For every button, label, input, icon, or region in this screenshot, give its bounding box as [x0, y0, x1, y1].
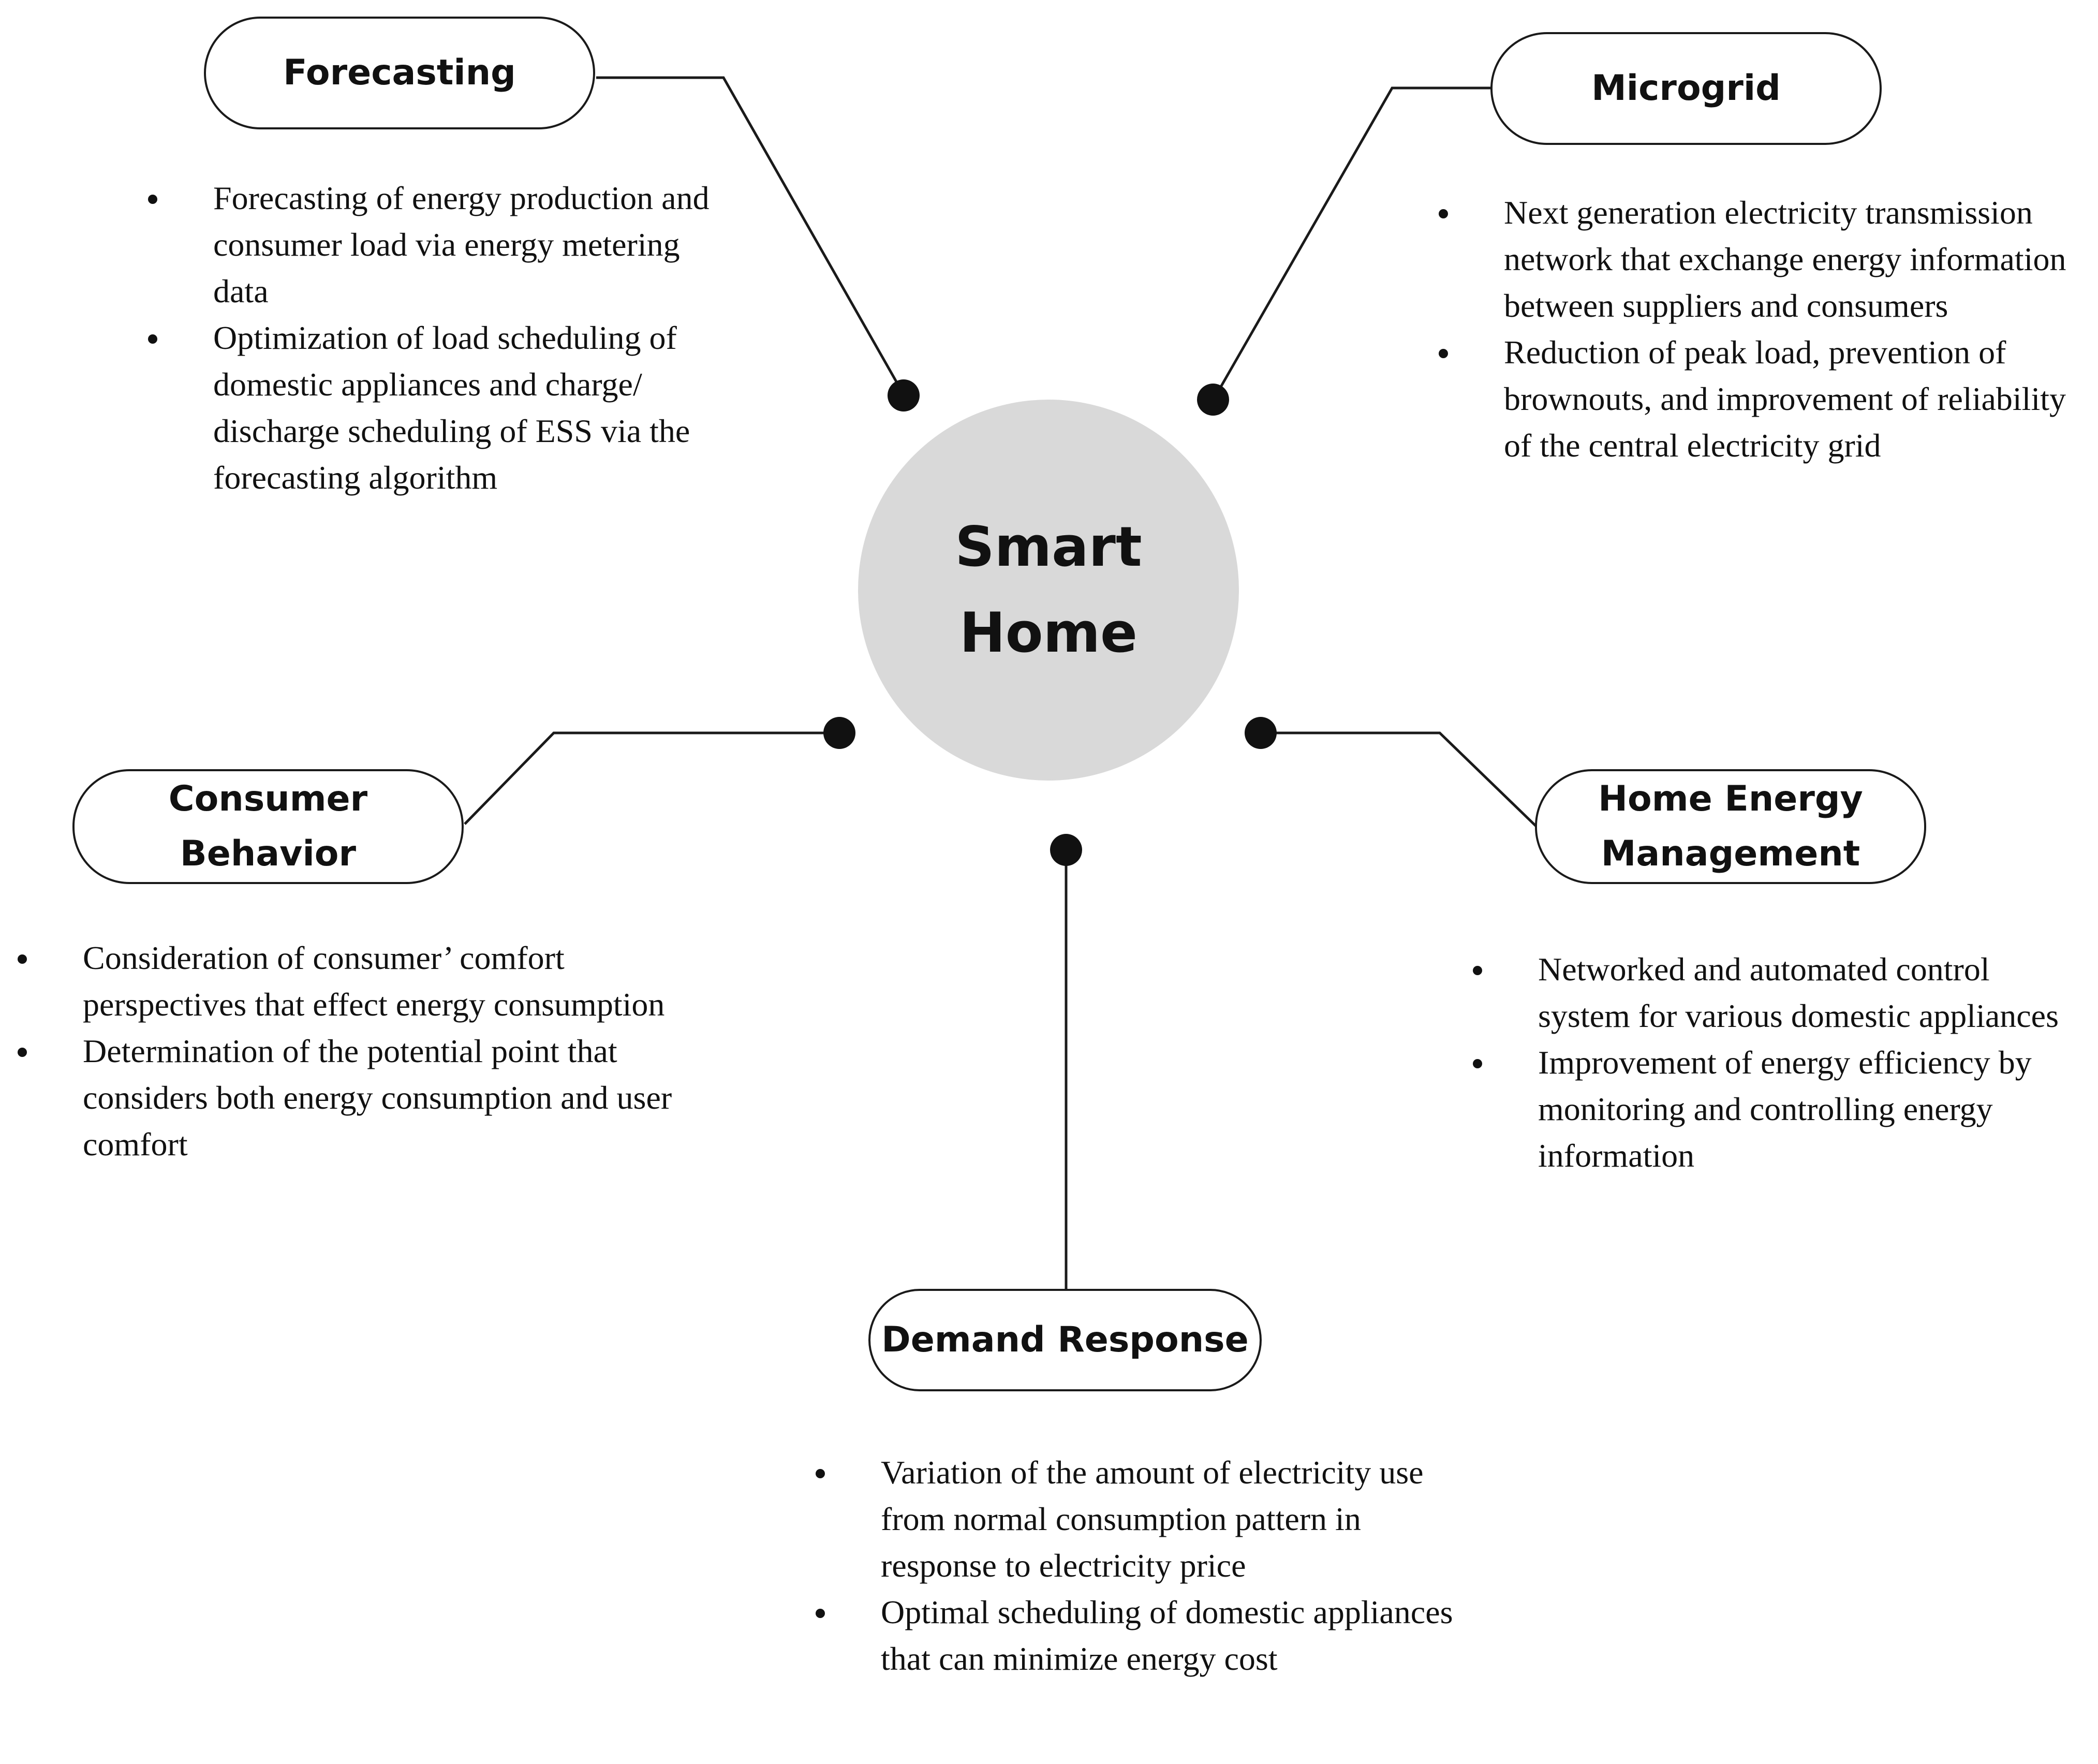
bullets-demand-response: Variation of the amount of electricity u…: [816, 1449, 1466, 1682]
bullets-home-energy-management: Networked and automated control system f…: [1473, 946, 2087, 1179]
bullet-dot: [1473, 1059, 1482, 1068]
bullet-dot: [1473, 966, 1482, 975]
connector-dot-home-energy-management: [1245, 717, 1277, 749]
connector-dot-consumer-behavior: [823, 717, 855, 749]
center-node-smart-home: Smart Home: [858, 400, 1239, 781]
connector-dot-demand-response: [1050, 834, 1082, 866]
topic-home-energy-management: Home Energy Management: [1535, 769, 1926, 884]
topic-microgrid-label: Microgrid: [1591, 68, 1781, 109]
bullet-text: Next generation electricity transmission…: [1504, 194, 2066, 324]
bullet-dot: [148, 195, 157, 204]
bullet-item: Optimal scheduling of domestic appliance…: [816, 1589, 1466, 1682]
bullets-consumer-behavior: Consideration of consumer’ comfort persp…: [18, 935, 678, 1168]
bullet-dot: [816, 1469, 825, 1478]
bullet-text: Determination of the potential point tha…: [83, 1033, 672, 1163]
connector-dot-forecasting: [888, 379, 920, 411]
connector-home-energy-management: [1262, 731, 1537, 827]
bullet-dot: [1439, 349, 1448, 358]
bullet-item: Consideration of consumer’ comfort persp…: [18, 935, 678, 1028]
bullets-forecasting: Forecasting of energy production and con…: [148, 175, 710, 501]
bullet-item: Determination of the potential point tha…: [18, 1028, 678, 1168]
bullet-item: Reduction of peak load, prevention of br…: [1439, 329, 2089, 469]
center-title-line2: Home: [959, 601, 1137, 665]
bullet-text: Consideration of consumer’ comfort persp…: [83, 939, 665, 1023]
topic-forecasting-label: Forecasting: [283, 52, 516, 93]
bullet-item: Next generation electricity transmission…: [1439, 189, 2089, 329]
connector-dot-microgrid: [1197, 384, 1229, 416]
topic-demand-response: Demand Response: [868, 1289, 1262, 1391]
bullet-item: Variation of the amount of electricity u…: [816, 1449, 1466, 1589]
topic-home-energy-management-label: Home Energy Management: [1598, 778, 1863, 874]
topic-consumer-behavior-label: Consumer Behavior: [168, 778, 368, 874]
bullet-text: Forecasting of energy production and con…: [213, 180, 710, 310]
center-title-line1: Smart: [955, 515, 1142, 579]
bullet-item: Forecasting of energy production and con…: [148, 175, 710, 315]
bullet-text: Variation of the amount of electricity u…: [881, 1454, 1424, 1584]
bullet-dot: [1439, 209, 1448, 218]
bullet-text: Optimization of load scheduling of domes…: [213, 319, 690, 496]
connector-consumer-behavior: [464, 731, 838, 825]
connector-microgrid: [1213, 86, 1490, 400]
topic-demand-response-label: Demand Response: [881, 1319, 1249, 1360]
topic-microgrid: Microgrid: [1490, 32, 1882, 145]
bullet-dot: [816, 1609, 825, 1618]
bullet-item: Improvement of energy efficiency by moni…: [1473, 1039, 2087, 1179]
topic-forecasting: Forecasting: [204, 17, 595, 129]
bullet-text: Networked and automated control system f…: [1538, 951, 2059, 1034]
bullet-text: Improvement of energy efficiency by moni…: [1538, 1044, 2032, 1174]
bullet-text: Reduction of peak load, prevention of br…: [1504, 334, 2066, 464]
center-title: Smart Home: [893, 504, 1204, 676]
bullet-dot: [18, 954, 27, 964]
connector-forecasting: [596, 76, 905, 395]
bullet-dot: [148, 334, 157, 344]
topic-consumer-behavior: Consumer Behavior: [72, 769, 464, 884]
bullet-dot: [18, 1048, 27, 1057]
bullet-text: Optimal scheduling of domestic appliance…: [881, 1594, 1453, 1677]
bullets-microgrid: Next generation electricity transmission…: [1439, 189, 2089, 469]
bullet-item: Networked and automated control system f…: [1473, 946, 2087, 1039]
bullet-item: Optimization of load scheduling of domes…: [148, 315, 710, 501]
